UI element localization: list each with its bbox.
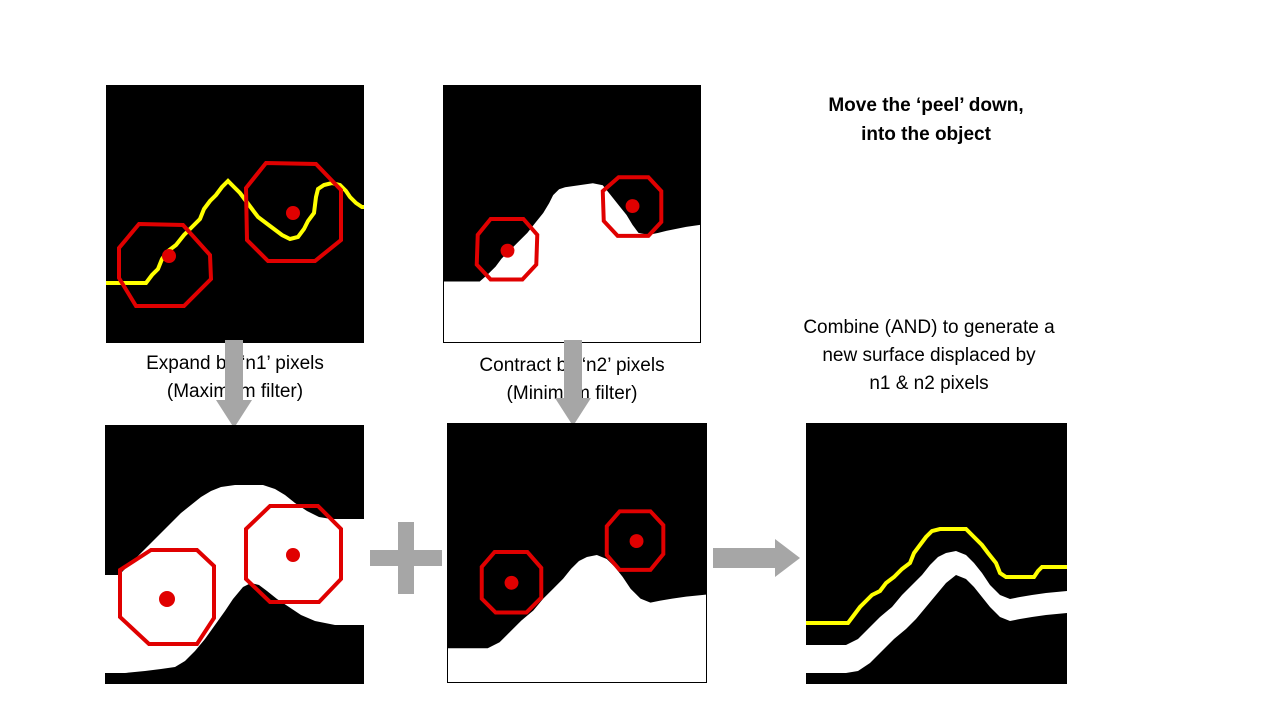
panel-object-contract-demo (443, 85, 701, 343)
panel-surface-line (106, 85, 364, 343)
title-line-1: Move the ‘peel’ down, (828, 95, 1024, 116)
down-arrow-expand (216, 340, 252, 433)
panel-contracted (447, 423, 707, 683)
plus-icon (370, 522, 442, 599)
combine-label-line-3: n1 & n2 pixels (869, 373, 989, 394)
combine-label-line-2: new surface displaced by (822, 345, 1036, 366)
right-arrow-combine (713, 539, 800, 582)
combine-label-line-1: Combine (AND) to generate a (803, 317, 1055, 338)
panel-combined-result (806, 423, 1067, 684)
panel-expanded (105, 425, 364, 684)
title-line-2: into the object (861, 124, 991, 145)
down-arrow-contract (555, 340, 591, 431)
